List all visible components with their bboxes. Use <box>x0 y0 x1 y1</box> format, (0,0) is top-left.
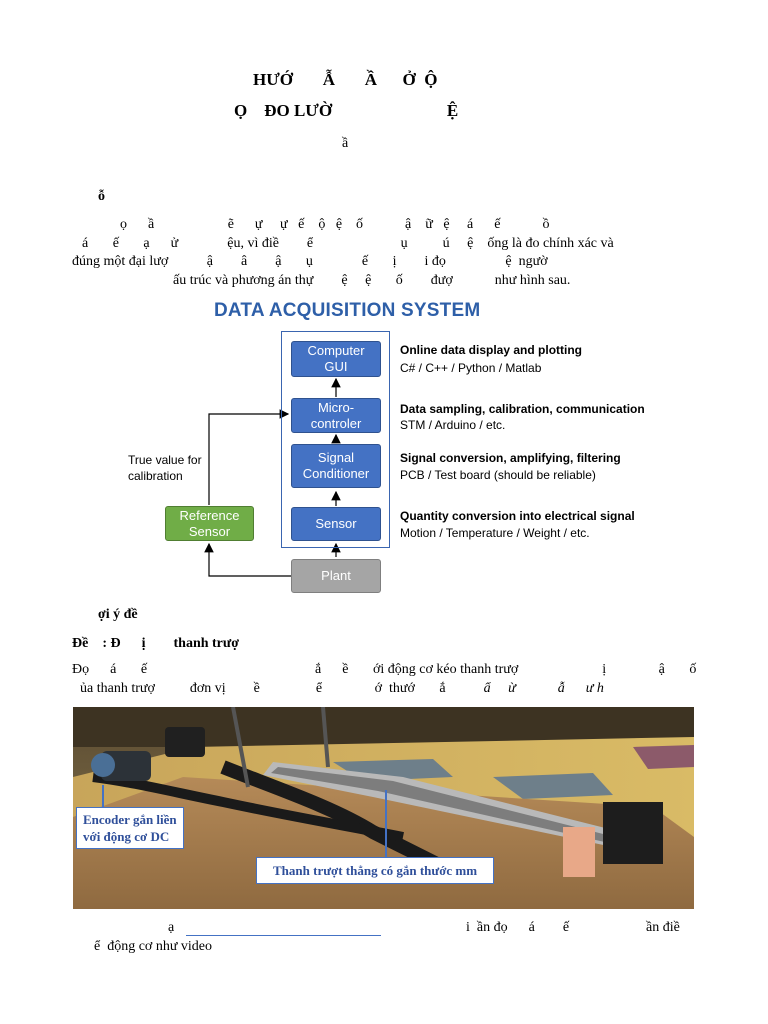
microcontroller-block: Micro- controler <box>291 398 381 433</box>
intro-paragraph-line-2: á ế ạ ử ệu, vì điề ể ụ ú ệ ống là đo chí… <box>82 236 614 251</box>
title-line-2: Ọ ĐO LƯỜ Ệ <box>234 101 459 120</box>
sensor-description-sub: Motion / Temperature / Weight / etc. <box>400 526 590 540</box>
topic-mid: : Đ ị <box>102 636 146 651</box>
diagram-title: DATA ACQUISITION SYSTEM <box>214 300 481 321</box>
section-1-heading: ỗ <box>98 189 105 204</box>
reference-sensor-block: Reference Sensor <box>165 506 254 541</box>
topic-description-line-2-text: ủa thanh trượ đơn vị ề ể ớ thướ ắ <box>80 681 446 696</box>
topic-name: thanh trượ <box>173 636 240 651</box>
true-value-label-line-2: calibration <box>128 469 183 483</box>
gui-description-heading: Online data display and plotting <box>400 343 583 357</box>
true-value-label-line-1: True value for <box>128 453 202 467</box>
system-boundary <box>281 331 390 548</box>
signal-description-heading: Signal conversion, amplifying, filtering <box>400 451 621 465</box>
author-line: ầ <box>342 136 349 151</box>
gui-description-sub: C# / C++ / Python / Matlab <box>400 361 542 375</box>
video-link[interactable] <box>186 935 381 936</box>
footer-line-2: ể động cơ như video <box>94 939 213 954</box>
micro-description-heading: Data sampling, calibration, communicatio… <box>400 402 645 416</box>
computer-gui-block: Computer GUI <box>291 341 381 377</box>
intro-paragraph-line-4: ấu trúc và phương án thự ệ ệ ố đượ như h… <box>173 273 571 288</box>
encoder-callout: Encoder gắn liền với động cơ DC <box>76 807 184 849</box>
encoder-callout-line-1: Encoder gắn liền <box>83 812 177 827</box>
intro-paragraph-line-3: đúng một đại lượ ậ â ậ ụ ế ị i đọ ệ ngườ <box>72 254 548 269</box>
signal-description-sub: PCB / Test board (should be reliable) <box>400 468 596 482</box>
topic-description-line-1: Đọ á ế ắ ề ới động cơ kéo thanh trượ ị ậ… <box>72 662 697 677</box>
setup-photo-image <box>73 707 694 909</box>
encoder-callout-line-2: với động cơ DC <box>83 829 170 844</box>
footer-line-1-left: ạ <box>168 920 175 935</box>
plant-block: Plant <box>291 559 381 593</box>
topic-prefix: Đề <box>72 636 89 651</box>
title-line-1: HƯỚ Ẫ Ầ Ở Ộ <box>253 70 438 89</box>
topic-description-line-2: ủa thanh trượ đơn vị ề ể ớ thướ ắ ẩ ừ ẫ ư… <box>80 680 604 698</box>
footer-line-1-right: i ần đọ á ế ần điề <box>466 920 680 935</box>
setup-photo: Encoder gắn liền với động cơ DC Thanh trư… <box>73 707 694 909</box>
rail-callout: Thanh trượt thẳng có gắn thước mm <box>256 857 495 884</box>
intro-paragraph-line-1: ọ ầ ẽ ự ự ế ộ ệ ố ậ ữ ệ á ế ồ <box>120 217 550 232</box>
micro-description-sub: STM / Arduino / etc. <box>400 418 506 432</box>
section-2-heading: ợi ý đề <box>98 607 138 622</box>
signal-conditioner-block: Signal Conditioner <box>291 444 381 488</box>
sensor-block: Sensor <box>291 507 381 541</box>
topic-line: Đề : Đ ị thanh trượ <box>72 635 239 653</box>
topic-description-line-2-italic: ẩ ừ ẫ ư h <box>483 681 604 696</box>
sensor-description-heading: Quantity conversion into electrical sign… <box>400 509 635 523</box>
